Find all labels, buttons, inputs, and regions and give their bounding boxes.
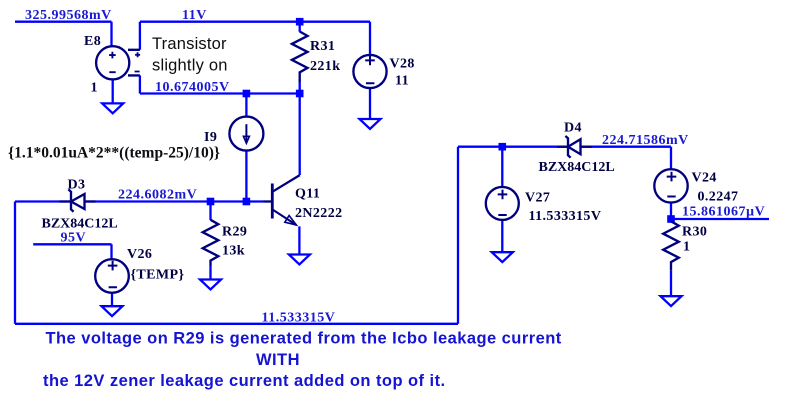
svg-text:BZX84C12L: BZX84C12L	[42, 217, 118, 232]
svg-text:R31: R31	[310, 39, 335, 54]
svg-text:the 12V zener leakage current: the 12V zener leakage current added on t…	[43, 372, 446, 390]
svg-text:325.99568mV: 325.99568mV	[25, 8, 112, 23]
svg-text:95V: 95V	[61, 231, 87, 246]
svg-text:WITH: WITH	[256, 351, 300, 369]
svg-text:Q11: Q11	[295, 187, 320, 202]
svg-text:221k: 221k	[310, 59, 340, 74]
svg-text:I9: I9	[204, 130, 217, 145]
svg-text:slightly on: slightly on	[152, 56, 228, 74]
svg-text:The voltage on R29 is generate: The voltage on R29 is generated from the…	[46, 330, 562, 348]
svg-text:{TEMP}: {TEMP}	[131, 268, 185, 283]
svg-text:R30: R30	[682, 225, 707, 240]
svg-text:1: 1	[683, 240, 690, 255]
svg-text:10.674005V: 10.674005V	[155, 80, 230, 95]
svg-text:D3: D3	[68, 178, 86, 193]
svg-text:E8: E8	[84, 34, 101, 49]
svg-text:11.533315V: 11.533315V	[262, 311, 336, 326]
svg-text:BZX84C12L: BZX84C12L	[539, 160, 615, 175]
svg-text:224.71586mV: 224.71586mV	[602, 133, 689, 148]
svg-text:V27: V27	[525, 191, 550, 206]
svg-text:D4: D4	[564, 121, 582, 136]
svg-text:Transistor: Transistor	[152, 35, 227, 53]
svg-text:V28: V28	[390, 57, 415, 72]
svg-text:15.861067µV: 15.861067µV	[682, 205, 765, 220]
svg-text:{1.1*0.01uA*2**((temp-25)/10)}: {1.1*0.01uA*2**((temp-25)/10)}	[8, 145, 220, 162]
svg-text:11: 11	[395, 74, 409, 89]
svg-text:224.6082mV: 224.6082mV	[118, 188, 197, 203]
svg-text:2N2222: 2N2222	[295, 206, 343, 221]
svg-text:V24: V24	[692, 171, 717, 186]
svg-text:0.2247: 0.2247	[698, 190, 739, 205]
svg-text:R29: R29	[222, 225, 247, 240]
svg-text:1: 1	[91, 81, 98, 96]
svg-text:11V: 11V	[182, 8, 207, 23]
svg-text:11.533315V: 11.533315V	[529, 209, 602, 224]
svg-text:V26: V26	[127, 247, 152, 262]
svg-text:13k: 13k	[222, 244, 245, 259]
